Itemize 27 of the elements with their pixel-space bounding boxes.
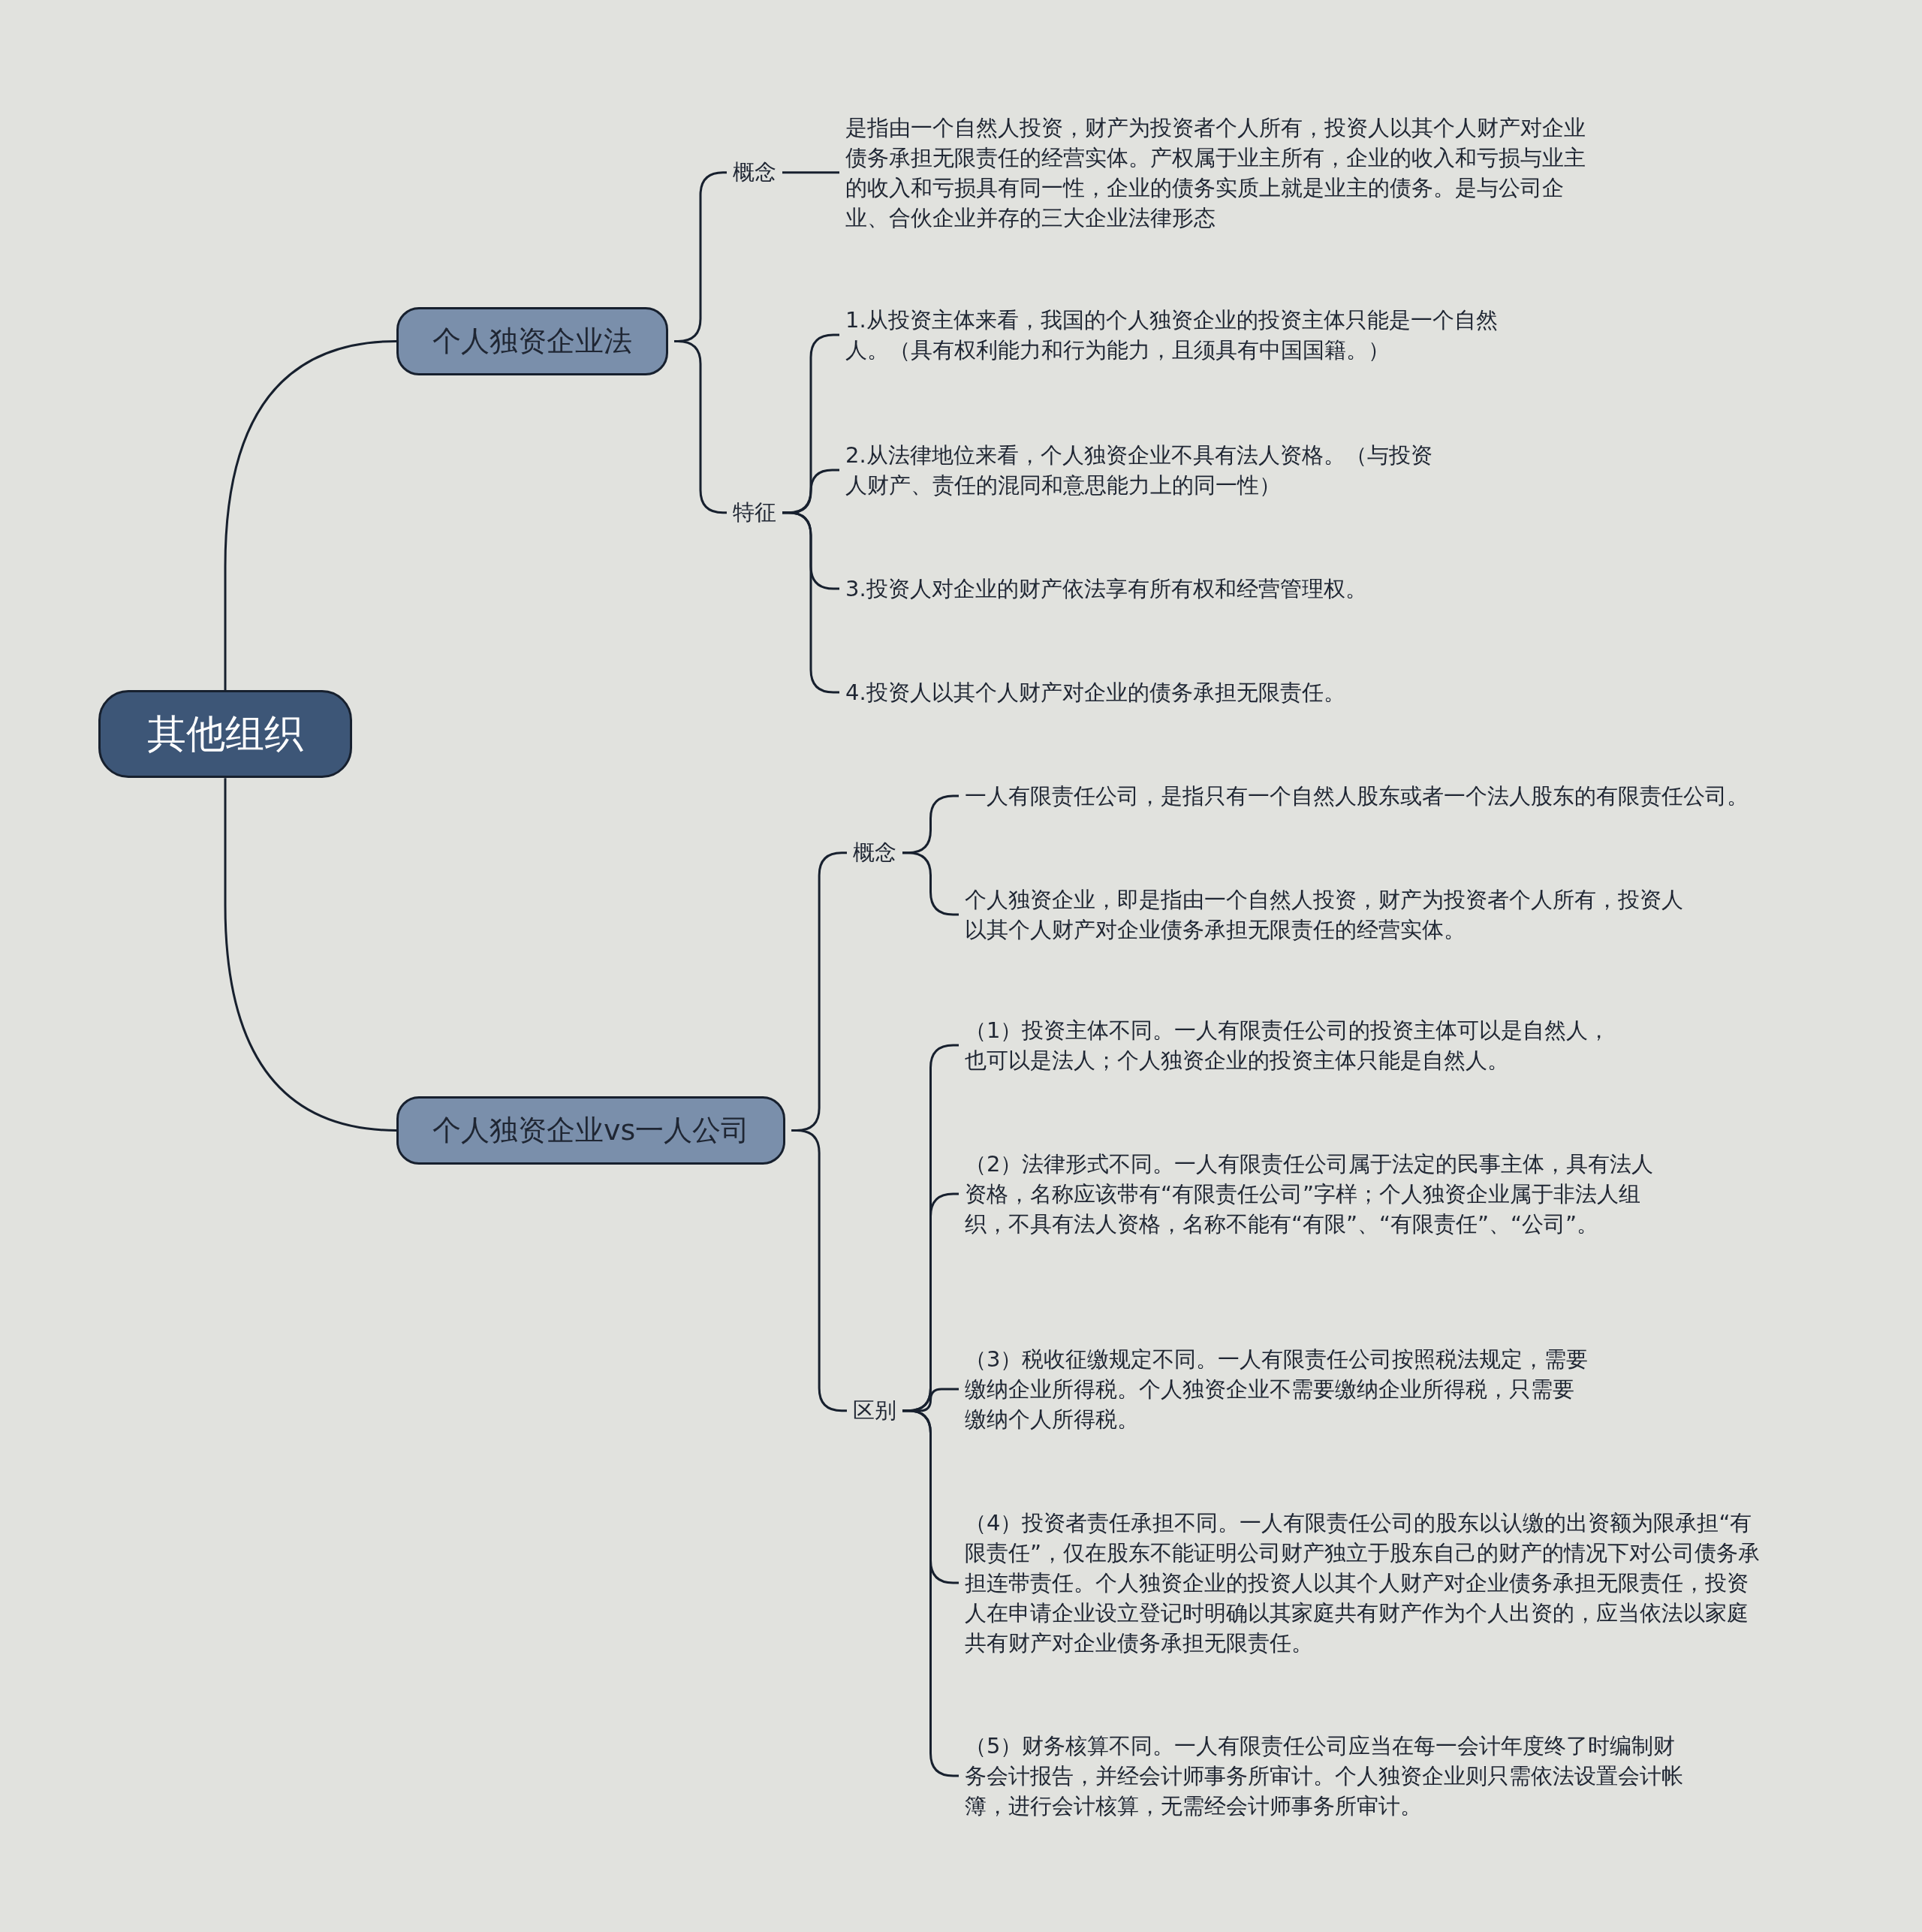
- note-text: 一人有限责任公司，是指只有一个自然人股东或者一个法人股东的有限责任公司。: [965, 781, 1903, 811]
- note-text: 个人独资企业，即是指由一个自然人投资，财产为投资者个人所有，投资人以其个人财产对企业债务承担无限责任的经营实体。: [965, 885, 1686, 945]
- connector-line: [902, 1409, 959, 1777]
- note-text: （3）税收征缴规定不同。一人有限责任公司按照税法规定，需要缴纳企业所得税。个人独资企业不需要缴纳企业所得税，只需要缴纳个人所得税。: [965, 1344, 1595, 1434]
- note-text: （1）投资主体不同。一人有限责任公司的投资主体可以是自然人，也可以是法人；个人独资企业的投资主体只能是自然人。: [965, 1015, 1625, 1075]
- connector-line: [674, 339, 727, 514]
- connector-line: [791, 1129, 847, 1412]
- note-text: 4.投资人以其个人财产对企业的债务承担无限责任。: [845, 677, 1671, 707]
- connector-line: [224, 778, 397, 1132]
- note-text: 1.从投资主体来看，我国的个人独资企业的投资主体只能是一个自然人。（具有权利能力和行为能力，且须具有中国国籍。）: [845, 305, 1529, 365]
- subtopic-label: 概念: [733, 158, 776, 187]
- connector-line: [782, 171, 839, 174]
- subtopic-label: 区别: [853, 1397, 896, 1425]
- connector-line: [224, 339, 397, 690]
- note-text: 2.从法律地位来看，个人独资企业不具有法人资格。（与投资人财产、责任的混同和意思能力上的同一性）: [845, 440, 1438, 500]
- note-text: 是指由一个自然人投资，财产为投资者个人所有，投资人以其个人财产对企业债务承担无限责任的经营实体。产权属于业主所有，企业的收入和亏损与业主的收入和亏损具有同一性，企业的债务实质上就是业主的债务。是与公司企业、合伙企业并存的三大企业法律形态: [845, 113, 1596, 233]
- topic-box: 个人独资企业vs一人公司: [396, 1096, 786, 1165]
- subtopic-label: 特征: [733, 499, 776, 527]
- note-text: （4）投资者责任承担不同。一人有限责任公司的股东以认缴的出资额为限承担“有限责任”，仅在股东不能证明公司财产独立于股东自己的财产的情况下对公司债务承担连带责任。个人独资企业的投资人以其个人财产对企业债务承担无限责任，投资人在申请企业设立登记时明确以其家庭共有财产作为个人出资的，应当依法以家庭共有财产对企业债务承担无限责任。: [965, 1508, 1761, 1658]
- note-text: （5）财务核算不同。一人有限责任公司应当在每一会计年度终了时编制财务会计报告，并经会计师事务所审计。个人独资企业则只需依法设置会计帐簿，进行会计核算，无需经会计师事务所审计。: [965, 1731, 1693, 1821]
- topic-box: 个人独资企业法: [396, 307, 668, 375]
- note-text: （2）法律形式不同。一人有限责任公司属于法定的民事主体，具有法人资格，名称应该带有“有限责任公司”字样；个人独资企业属于非法人组织，不具有法人资格，名称不能有“有限”、“有限责任”、“公司”。: [965, 1149, 1663, 1239]
- subtopic-label: 概念: [853, 839, 896, 867]
- central-topic: 其他组织: [98, 690, 352, 779]
- note-text: 3.投资人对企业的财产依法享有所有权和经营管理权。: [845, 574, 1671, 604]
- connector-line: [902, 851, 959, 916]
- connector-line: [782, 511, 839, 694]
